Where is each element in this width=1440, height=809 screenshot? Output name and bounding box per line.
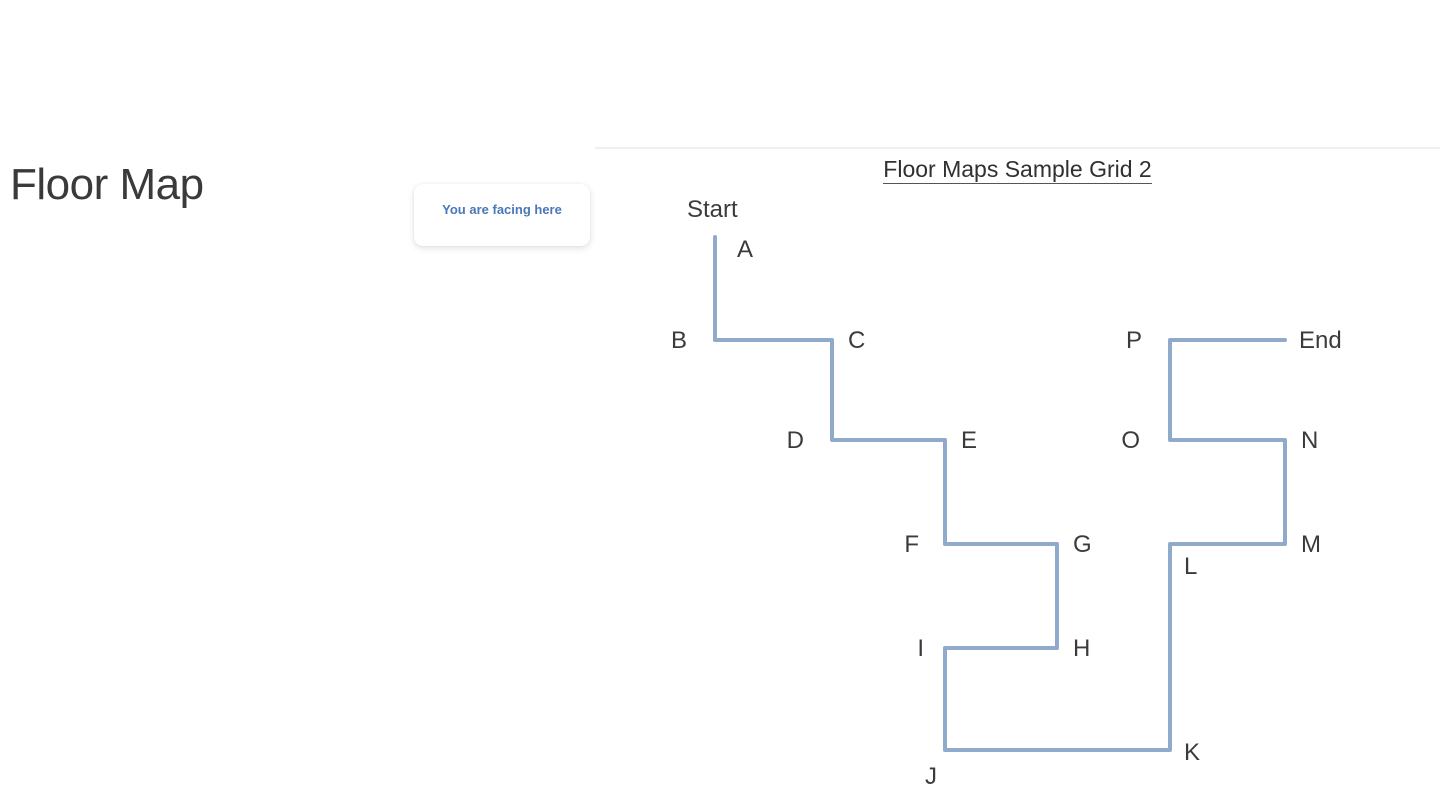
floor-map-label-a: A — [737, 236, 753, 263]
floor-map-label-end: End — [1299, 327, 1342, 354]
floor-map-label-o: O — [1121, 427, 1140, 454]
floor-map-label-n: N — [1301, 427, 1318, 454]
floor-map-label-b: B — [671, 327, 687, 354]
floor-map-label-start: Start — [687, 196, 738, 223]
floor-map-title-text: Floor Maps Sample Grid 2 — [883, 156, 1152, 184]
floor-map-label-i: I — [917, 635, 924, 662]
floor-map-label-h: H — [1073, 635, 1090, 662]
floor-map-label-d: D — [787, 427, 804, 454]
floor-map-path — [713, 235, 1287, 752]
floor-map-label-g: G — [1073, 531, 1092, 558]
facing-here-tooltip-label: You are facing here — [442, 202, 562, 217]
floor-map-label-m: M — [1301, 531, 1321, 558]
floor-map-label-f: F — [904, 531, 919, 558]
floor-map-label-l: L — [1184, 553, 1197, 580]
page-title: Floor Map — [10, 160, 204, 209]
floor-map-route-line — [713, 235, 1287, 752]
floor-map-label-j: J — [925, 763, 937, 790]
floor-map-label-c: C — [848, 327, 865, 354]
floor-map-label-p: P — [1126, 327, 1142, 354]
header-divider — [595, 147, 1440, 149]
facing-here-tooltip: You are facing here — [414, 184, 590, 246]
floor-map-title: Floor Maps Sample Grid 2 — [595, 156, 1440, 184]
floor-map-label-e: E — [961, 427, 977, 454]
floor-map-label-k: K — [1184, 739, 1200, 766]
